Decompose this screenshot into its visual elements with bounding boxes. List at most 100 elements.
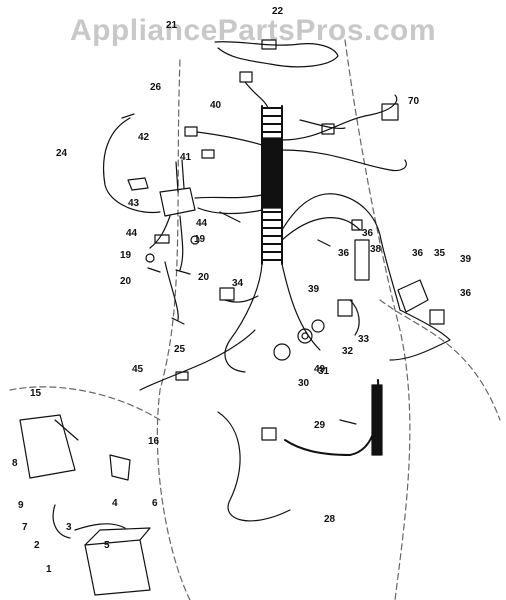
callout-3: 3 [66, 522, 72, 533]
callout-6: 6 [152, 498, 158, 509]
callout-24: 24 [56, 148, 68, 159]
clip-20 [147, 267, 191, 275]
callout-49: 49 [314, 364, 326, 375]
screw-19 [190, 235, 200, 245]
part-29 [261, 427, 277, 441]
connector [321, 123, 335, 135]
bracket-35 [397, 279, 429, 313]
callout-20: 20 [120, 276, 132, 287]
screw-19 [145, 253, 155, 263]
cable-29 [284, 379, 380, 456]
callout-45: 45 [132, 364, 144, 375]
connector [175, 371, 189, 381]
bracket-8 [19, 414, 76, 479]
callout-41: 41 [180, 152, 192, 163]
connector [239, 71, 253, 83]
wire [196, 131, 263, 146]
callout-20: 20 [198, 272, 210, 283]
wire [219, 211, 241, 223]
wire [389, 309, 451, 361]
chassis-outline [156, 59, 191, 600]
part-49-inner [301, 332, 309, 340]
callout-30: 30 [298, 378, 310, 389]
callout-38: 38 [370, 244, 382, 255]
callout-8: 8 [12, 458, 18, 469]
callout-31: 31 [318, 366, 330, 377]
solenoid-43 [159, 187, 196, 217]
connector [201, 149, 215, 159]
wire [197, 207, 263, 215]
wire [299, 119, 346, 130]
part-38 [354, 239, 370, 281]
callout-1: 1 [46, 564, 52, 575]
chassis-outline [344, 39, 411, 600]
wire-24 [102, 117, 161, 214]
terminal [171, 317, 185, 325]
callout-36: 36 [362, 228, 374, 239]
callout-39: 39 [460, 254, 472, 265]
part-49 [297, 328, 313, 344]
wire [149, 215, 171, 249]
terminal [339, 419, 357, 425]
part-39 [429, 309, 445, 325]
callout-2: 2 [34, 540, 40, 551]
callout-16: 16 [148, 436, 160, 447]
callout-43: 43 [128, 198, 140, 209]
callout-22: 22 [272, 6, 284, 17]
wire-25 [164, 261, 179, 321]
cable-7 [52, 504, 71, 539]
switch-30 [273, 343, 291, 361]
callout-5: 5 [104, 540, 110, 551]
callout-28: 28 [324, 514, 336, 525]
screw-36 [317, 239, 331, 247]
wire [281, 263, 321, 351]
callout-36: 36 [460, 288, 472, 299]
wire [244, 81, 269, 109]
connector-70 [381, 103, 399, 121]
wire [194, 194, 263, 199]
callout-25: 25 [174, 344, 186, 355]
callout-4: 4 [112, 498, 118, 509]
wire [281, 217, 361, 241]
top-harness [214, 41, 339, 68]
callout-32: 32 [342, 346, 354, 357]
callout-19: 19 [120, 250, 132, 261]
wire [281, 149, 407, 172]
battery-1-top [84, 527, 151, 546]
callout-19: 19 [194, 234, 206, 245]
part-31 [311, 319, 325, 333]
callout-7: 7 [22, 522, 28, 533]
callout-70: 70 [408, 96, 420, 107]
callout-26: 26 [150, 82, 162, 93]
callout-40: 40 [210, 100, 222, 111]
wire [281, 193, 401, 311]
part-34 [219, 287, 235, 301]
callout-34: 34 [232, 278, 244, 289]
bracket-42 [127, 177, 149, 191]
connector-26 [184, 126, 198, 137]
callout-35: 35 [434, 248, 446, 259]
bracket-33 [349, 299, 360, 336]
wire [281, 94, 398, 141]
battery-1 [84, 539, 151, 596]
callout-39: 39 [308, 284, 320, 295]
bolt-15 [54, 419, 79, 441]
wire [224, 263, 263, 373]
callout-15: 15 [30, 388, 42, 399]
wire-45 [139, 329, 256, 391]
chassis-outline [379, 299, 501, 421]
wire [224, 295, 259, 303]
connector [154, 234, 170, 244]
callout-44: 44 [196, 218, 208, 229]
callout-29: 29 [314, 420, 326, 431]
part-32 [337, 299, 353, 317]
callout-42: 42 [138, 132, 150, 143]
callout-33: 33 [358, 334, 370, 345]
connector [351, 219, 363, 231]
callout-36: 36 [338, 248, 350, 259]
callout-44: 44 [126, 228, 138, 239]
terminal [121, 113, 135, 119]
loom-dark-section [261, 137, 283, 209]
